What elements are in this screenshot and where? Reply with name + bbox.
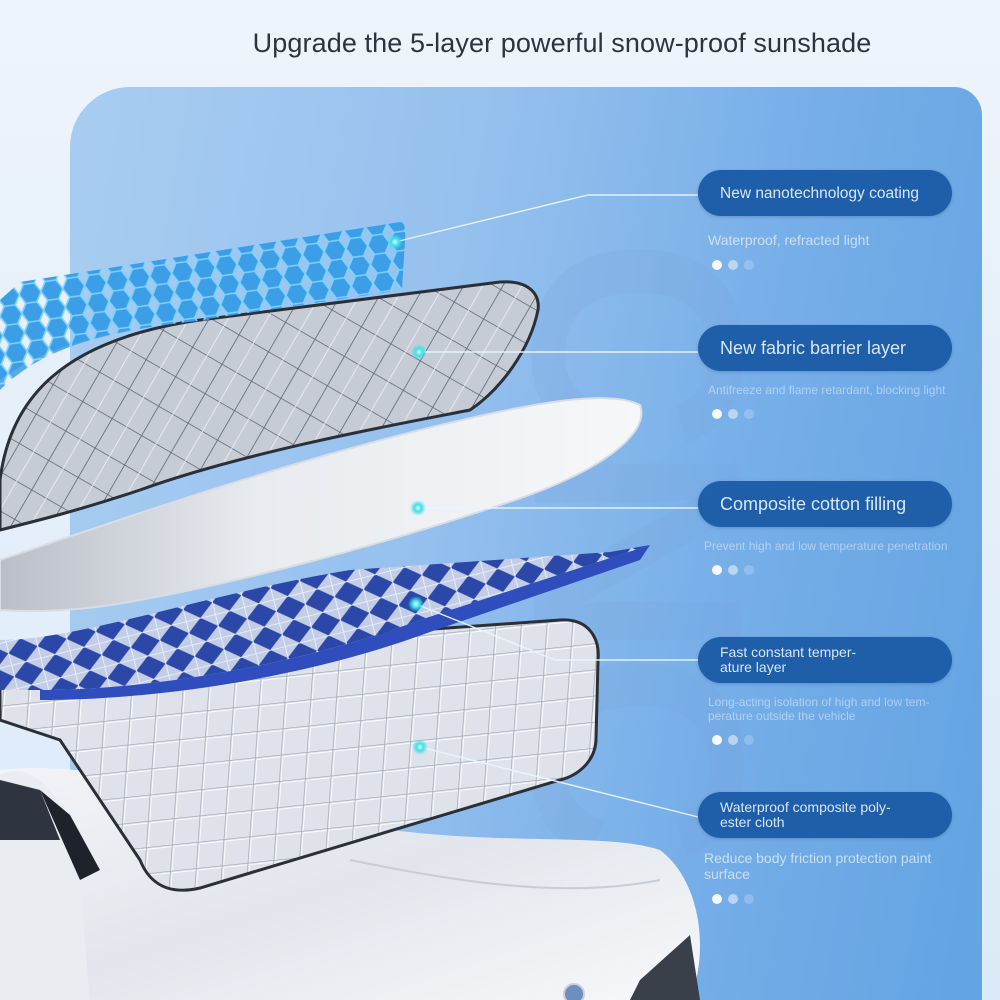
dot-active[interactable] [712,260,722,270]
connector-lines [394,194,699,818]
callout-constant-temperature: Fast constant temper- ature layer Long-a… [698,637,952,745]
layer-label: Composite cotton filling [698,481,952,527]
dot-active[interactable] [712,565,722,575]
marker-dot [387,234,403,250]
marker-dot [410,500,426,516]
marker-dot [408,596,424,612]
callout-polyester-cloth: Waterproof composite poly- ester cloth R… [698,792,952,904]
dot[interactable] [728,260,738,270]
marker-dot [411,344,427,360]
callout-fabric-barrier: New fabric barrier layer Antifreeze and … [698,325,952,419]
layer-description: Prevent high and low temperature penetra… [704,539,948,553]
dot[interactable] [728,565,738,575]
layer-description: Long-acting isolation of high and low te… [708,695,930,723]
layer-label: New fabric barrier layer [698,325,952,371]
page-title: Upgrade the 5-layer powerful snow-proof … [252,28,872,58]
layer-cotton-filling [0,397,643,612]
carousel-dots [698,735,952,745]
carousel-dots [698,260,952,270]
dot[interactable] [744,409,754,419]
callout-cotton-filling: Composite cotton filling Prevent high an… [698,481,952,575]
dot[interactable] [744,735,754,745]
dot[interactable] [744,260,754,270]
dot[interactable] [728,409,738,419]
dot-active[interactable] [712,409,722,419]
layer-label: Waterproof composite poly- ester cloth [698,792,952,838]
carousel-dots [698,409,952,419]
layer-label: New nanotechnology coating [698,170,952,216]
layer-description: Waterproof, refracted light [708,232,870,248]
layer-description: Reduce body friction protection paint su… [704,850,932,882]
dot[interactable] [744,565,754,575]
layer-label: Fast constant temper- ature layer [698,637,952,683]
layer-fabric-barrier [0,280,540,532]
dot[interactable] [744,894,754,904]
layer-markers [387,234,428,755]
dot-active[interactable] [712,735,722,745]
callout-nano-coating: New nanotechnology coating Waterproof, r… [698,170,952,270]
marker-dot [412,739,428,755]
dot[interactable] [728,735,738,745]
dot[interactable] [728,894,738,904]
carousel-dots [698,894,952,904]
layer-description: Antifreeze and flame retardant, blocking… [708,383,946,397]
layer-nano-coating [0,222,406,380]
dot-active[interactable] [712,894,722,904]
layer-constant-temperature [0,545,650,690]
carousel-dots [698,565,952,575]
